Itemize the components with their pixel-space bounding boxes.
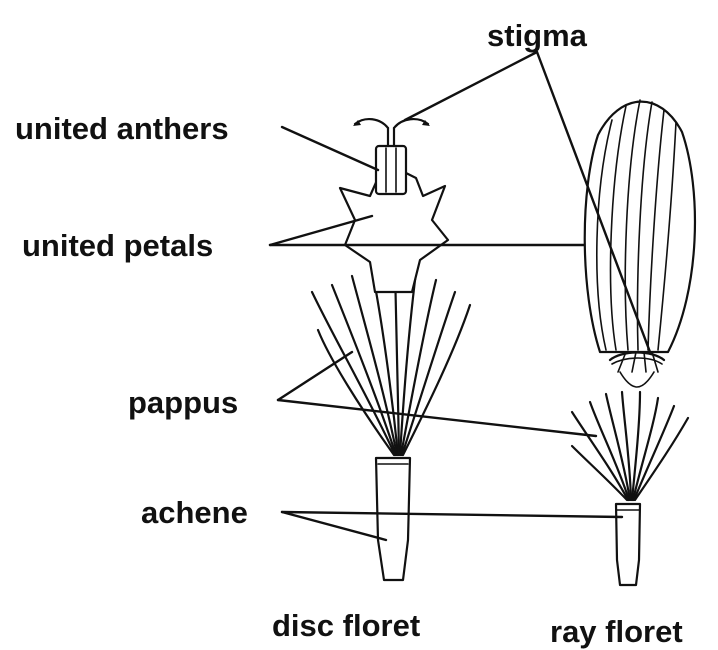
leader-anthers <box>282 127 378 170</box>
label-pappus: pappus <box>128 385 238 420</box>
leader-pappus-ray <box>278 400 596 436</box>
disc-floret-drawing <box>312 119 470 580</box>
disc-anther-tube <box>376 146 406 194</box>
label-disc-floret: disc floret <box>272 608 420 643</box>
label-achene: achene <box>141 495 248 530</box>
ray-floret-drawing <box>572 100 695 585</box>
leader-achene-lower <box>282 512 386 540</box>
ray-ligule <box>585 100 695 387</box>
label-united-anthers: united anthers <box>15 111 229 146</box>
label-united-petals: united petals <box>22 228 213 263</box>
leader-stigma-disc <box>405 52 537 120</box>
leader-achene-upper <box>282 512 622 517</box>
label-stigma: stigma <box>487 18 588 53</box>
label-ray-floret: ray floret <box>550 614 683 649</box>
ray-pappus <box>572 392 688 500</box>
disc-achene <box>376 458 410 580</box>
disc-stigma <box>353 119 430 146</box>
